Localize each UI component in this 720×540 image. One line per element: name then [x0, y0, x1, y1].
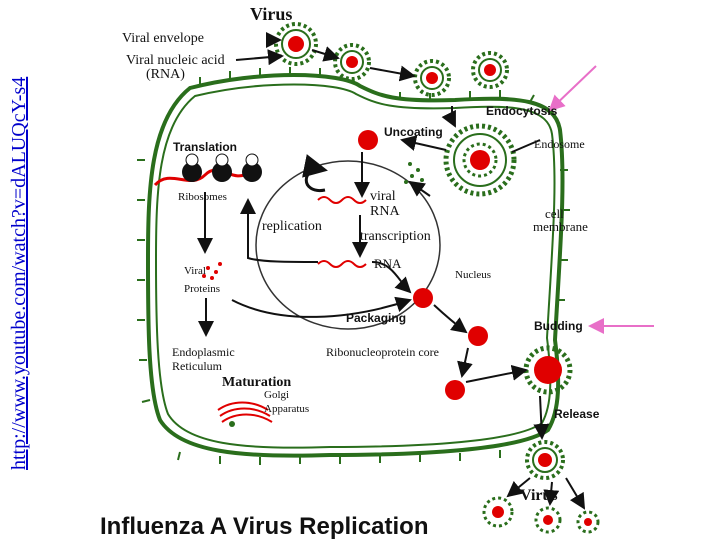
ribonucleoprotein-core-2	[468, 326, 488, 346]
viral-rna-strand	[317, 196, 367, 204]
released-virion-4	[576, 510, 600, 534]
virion-top	[274, 22, 318, 66]
label-viral-proteins-1: Viral	[184, 265, 206, 277]
membrane-spikes	[137, 67, 570, 465]
ribosomes	[153, 153, 262, 187]
label-endoplasmic: Endoplasmic	[172, 345, 235, 359]
label-release: Release	[554, 407, 600, 421]
label-apparatus: Apparatus	[264, 403, 309, 415]
virion-approach-1	[413, 59, 451, 97]
released-virion-1	[525, 440, 565, 480]
label-packaging: Packaging	[346, 311, 406, 325]
label-viral-proteins-2: Proteins	[184, 283, 220, 295]
label-maturation: Maturation	[222, 375, 291, 390]
nucleus	[255, 160, 441, 330]
ribonucleoprotein-core-1	[413, 288, 433, 308]
label-virus-top: Virus	[250, 4, 292, 24]
label-budding: Budding	[534, 319, 583, 333]
golgi-apparatus	[217, 401, 273, 427]
label-membrane: membrane	[533, 219, 588, 234]
label-viral: viral	[370, 189, 396, 204]
ribonucleoprotein-core-3	[445, 380, 465, 400]
label-cell: cell	[545, 206, 564, 221]
label-viral-envelope: Viral envelope	[122, 31, 204, 46]
label-rna: RNA	[374, 256, 402, 271]
replication-loop	[302, 154, 328, 192]
label-viral-rna: RNA	[370, 204, 400, 219]
mrna-strand	[317, 260, 367, 268]
cell-membrane	[145, 73, 565, 458]
label-transcription: transcription	[360, 229, 431, 244]
label-replication: replication	[262, 219, 322, 234]
label-rnp-core: Ribonucleoprotein core	[326, 345, 439, 359]
virion-attaching	[471, 51, 509, 89]
label-ribosomes: Ribosomes	[178, 191, 227, 203]
label-uncoating: Uncoating	[384, 125, 443, 139]
cell-membrane-inner	[154, 83, 556, 449]
viral-protein-dots	[202, 262, 222, 280]
released-virion-3	[534, 506, 562, 534]
label-endocytosis: Endocytosis	[486, 104, 558, 118]
released-virion-2	[482, 496, 514, 528]
diagram-title: Influenza A Virus Replication	[100, 513, 429, 540]
uncoated-core	[358, 130, 378, 150]
label-viral-nucleic-acid: Viral nucleic acid	[126, 53, 225, 68]
label-virus-bottom: Virus	[520, 487, 558, 504]
virion-approach-2	[333, 43, 371, 81]
label-reticulum: Reticulum	[172, 359, 223, 373]
label-rna-paren: (RNA)	[146, 67, 185, 82]
label-translation: Translation	[173, 140, 237, 154]
endocytosis-pointer-arrow	[548, 65, 597, 112]
flow-arrows	[197, 32, 586, 510]
label-golgi: Golgi	[264, 389, 289, 401]
endosome	[443, 123, 517, 197]
label-endosome: Endosome	[534, 137, 585, 151]
label-nucleus: Nucleus	[455, 269, 491, 281]
